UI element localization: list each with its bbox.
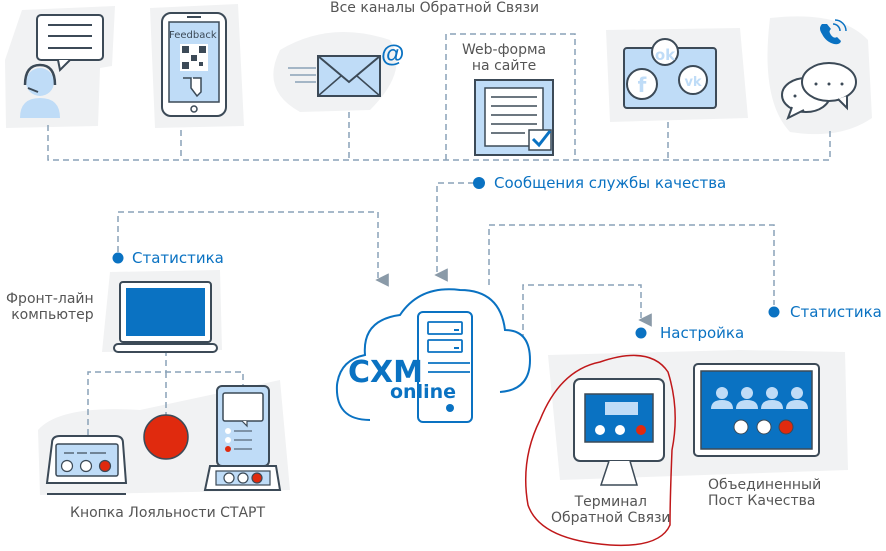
connector-lines — [47, 33, 831, 435]
chat-phone-icon — [781, 19, 857, 121]
frontline-label-line1: Фронт-лайн — [6, 291, 94, 307]
svg-text:@: @ — [381, 41, 404, 68]
terminal-label-line1: Терминал — [574, 494, 647, 510]
phone-screen-text: Feedback — [169, 30, 217, 41]
label-bullets — [112, 177, 780, 339]
loyalty-console-icon — [45, 435, 128, 495]
diagram-title: Все каналы Обратной Связи — [330, 0, 540, 16]
loyalty-button-icon — [143, 414, 189, 460]
stats-right-label: Статистика — [790, 303, 882, 321]
quality-post-icon — [693, 363, 820, 457]
quality-post-label-line2: Пост Качества — [708, 493, 816, 509]
web-form-label-line1: Web-форма — [462, 42, 547, 58]
laptop-icon — [113, 281, 218, 353]
social-networks-icon: ok f vk — [623, 38, 717, 109]
web-form-label-line2: на сайте — [471, 58, 537, 74]
mobile-feedback-icon — [161, 12, 227, 117]
quality-post-label-line1: Объединенный — [708, 477, 822, 493]
svg-text:ok: ok — [655, 46, 676, 64]
quality-messages-label: Сообщения службы качества — [494, 174, 727, 192]
logo-main: CXM — [348, 355, 423, 390]
settings-label: Настройка — [660, 324, 745, 342]
email-icon: @ — [288, 41, 404, 97]
terminal-label-line2: Обратной Связи — [551, 510, 671, 526]
quality-post-label: Объединенный Пост Качества — [708, 477, 821, 509]
svg-text:vk: vk — [684, 75, 701, 90]
call-center-agent-icon — [20, 14, 104, 118]
highlight-outline — [524, 354, 676, 547]
loyalty-button-label: Кнопка Лояльности СТАРТ — [70, 505, 266, 521]
web-form-label: Web-форма на сайте — [462, 42, 546, 74]
stats-left-label: Статистика — [132, 249, 224, 267]
feedback-terminal-icon — [573, 378, 665, 486]
loyalty-stand-icon — [203, 385, 282, 491]
terminal-label: Терминал Обратной Связи — [551, 494, 671, 526]
svg-text:f: f — [638, 73, 647, 97]
frontline-label: Фронт-лайн компьютер — [6, 291, 94, 323]
logo-sub: online — [390, 381, 457, 403]
frontline-label-line2: компьютер — [11, 307, 94, 323]
web-form-icon — [474, 79, 554, 156]
cxm-cloud-icon — [335, 288, 532, 423]
